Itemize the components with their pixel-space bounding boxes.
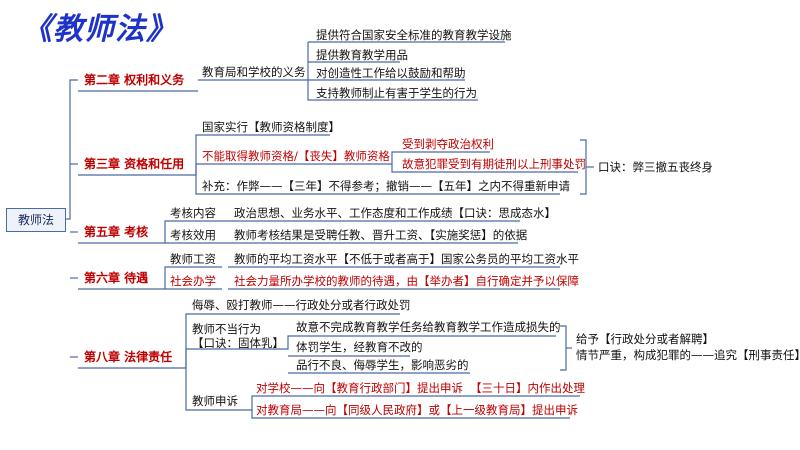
ch6-row-1-value: 教师的平均工资水平【不低于或者高于】国家公务员的平均工资水平 — [234, 252, 579, 266]
ch5-row-2-value: 教师考核结果是受聘任教、晋升工资、【实施奖惩】的依据 — [234, 228, 528, 242]
ch8-improper-item-3: 品行不良、侮辱学生，影响恶劣的 — [296, 358, 469, 372]
root-node: 教师法 — [6, 208, 66, 232]
ch3-mnemonic: 口诀：弊三撤五丧终身 — [598, 160, 713, 174]
ch6-row-2-key: 社会办学 — [170, 274, 216, 288]
ch8-insult: 侮辱、殴打教师——行政处分或者行政处罚 — [192, 298, 411, 312]
ch8-penalty-1: 给予【行政处分或者解聘】 — [576, 332, 714, 346]
ch5-row-2-key: 考核效用 — [170, 228, 216, 242]
ch8-appeal-school: 对学校——向【教育行政部门】提出申诉 — [256, 381, 463, 395]
ch2-item-3: 对创造性工作给以鼓励和帮助 — [316, 66, 466, 80]
chapter-6-label: 第六章 待遇 — [84, 271, 149, 285]
ch6-row-1-key: 教师工资 — [170, 252, 216, 266]
page-title: 《教师法》 — [22, 12, 177, 47]
ch2-item-2: 提供教育教学用品 — [316, 48, 408, 62]
ch3-reason-1: 受到剥夺政治权利 — [402, 137, 494, 151]
ch2-item-1: 提供符合国家安全标准的教育教学设施 — [316, 28, 512, 42]
chapter-2-label: 第二章 权利和义务 — [84, 73, 185, 87]
ch3-system: 国家实行【教师资格制度】 — [202, 120, 340, 134]
ch8-appeal-bureau: 对教育局——向【同级人民政府】或【上一级教育局】提出申诉 — [256, 403, 578, 417]
ch8-improper-label: 教师不当行为 — [192, 322, 261, 336]
ch5-row-1-key: 考核内容 — [170, 206, 216, 220]
ch8-improper-mnemonic: 【口诀：固体乳】 — [192, 336, 284, 350]
chapter-3-label: 第三章 资格和任用 — [84, 157, 185, 171]
chapter-5-label: 第五章 考核 — [84, 225, 149, 239]
ch8-improper-item-2: 体罚学生，经教育不改的 — [296, 340, 423, 354]
ch3-cannot: 不能取得教师资格/【丧失】教师资格 — [202, 149, 390, 163]
ch8-appeal-label: 教师申诉 — [192, 394, 238, 408]
ch2-item-4: 支持教师制止有害于学生的行为 — [316, 86, 477, 100]
chapter-8-label: 第八章 法律责任 — [84, 350, 173, 364]
ch6-row-2-value: 社会力量所办学校的教师的待遇，由【举办者】自行确定并予以保障 — [234, 274, 579, 288]
ch8-improper-item-1: 故意不完成教育教学任务给教育教学工作造成损失的 — [296, 320, 561, 334]
ch8-appeal-days: 【三十日】内作出处理 — [470, 381, 585, 395]
ch3-reason-2: 故意犯罪受到有期徒刑以上刑事处罚 — [402, 157, 586, 171]
ch2-duty-label: 教育局和学校的义务 — [202, 65, 306, 79]
ch3-supplement: 补充：作弊——【三年】不得参考；撤销——【五年】之内不得重新申请 — [202, 179, 570, 193]
ch8-penalty-2: 情节严重，构成犯罪的——追究【刑事责任】 — [576, 348, 800, 362]
ch5-row-1-value: 政治思想、业务水平、工作态度和工作成绩【口诀：思成态水】 — [234, 206, 556, 220]
